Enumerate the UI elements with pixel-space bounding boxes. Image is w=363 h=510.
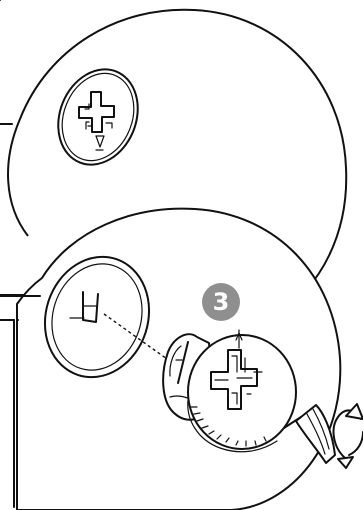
rotate-arrow-icon: [334, 404, 363, 468]
step-number-badge: 3: [202, 283, 240, 321]
